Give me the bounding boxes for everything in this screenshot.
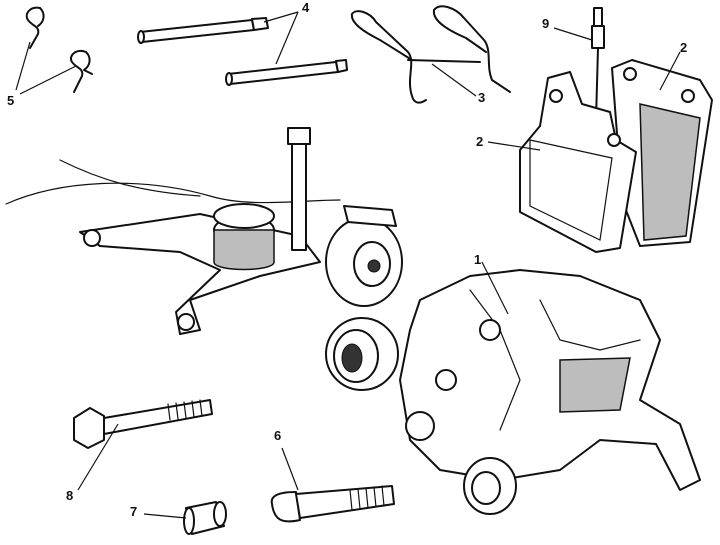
retaining-pin-upper bbox=[137, 17, 269, 44]
caliper-mount-bushing bbox=[463, 457, 517, 515]
leader-1 bbox=[481, 261, 509, 315]
callout-7: 7 bbox=[130, 504, 137, 519]
callout-5: 5 bbox=[7, 93, 14, 108]
caliper-bolt-long bbox=[73, 399, 213, 449]
leader-6 bbox=[281, 447, 299, 491]
anti-rattle-spring bbox=[350, 5, 511, 104]
rear-suspension-assembly bbox=[5, 127, 403, 335]
callout-6: 6 bbox=[274, 428, 281, 443]
callout-2b: 2 bbox=[476, 134, 483, 149]
callout-2a: 2 bbox=[680, 40, 687, 55]
caliper-piston bbox=[325, 317, 399, 391]
leader-4a bbox=[263, 11, 299, 23]
callout-8: 8 bbox=[66, 488, 73, 503]
callout-3: 3 bbox=[478, 90, 485, 105]
callout-4: 4 bbox=[302, 0, 310, 15]
leader-2a bbox=[659, 51, 681, 91]
caliper-guide-bolt bbox=[270, 485, 395, 523]
leader-9 bbox=[553, 27, 593, 41]
leader-2b bbox=[487, 141, 541, 151]
callout-1: 1 bbox=[474, 252, 481, 267]
brake-caliper bbox=[399, 269, 701, 491]
brake-pad-front bbox=[519, 71, 637, 253]
leader-5b bbox=[19, 65, 77, 95]
brake-pad-rear bbox=[611, 59, 713, 247]
callout-9: 9 bbox=[542, 16, 549, 31]
bolt-cap bbox=[183, 501, 227, 535]
leader-5a bbox=[15, 41, 31, 91]
leader-7 bbox=[143, 513, 187, 519]
wear-sensor bbox=[591, 7, 605, 121]
spring-clip-lower bbox=[70, 50, 93, 93]
leader-3 bbox=[431, 63, 477, 97]
spring-clip-upper bbox=[25, 6, 45, 49]
retaining-pin-lower bbox=[225, 59, 348, 86]
leader-8 bbox=[77, 423, 119, 491]
leader-4b bbox=[275, 11, 299, 65]
